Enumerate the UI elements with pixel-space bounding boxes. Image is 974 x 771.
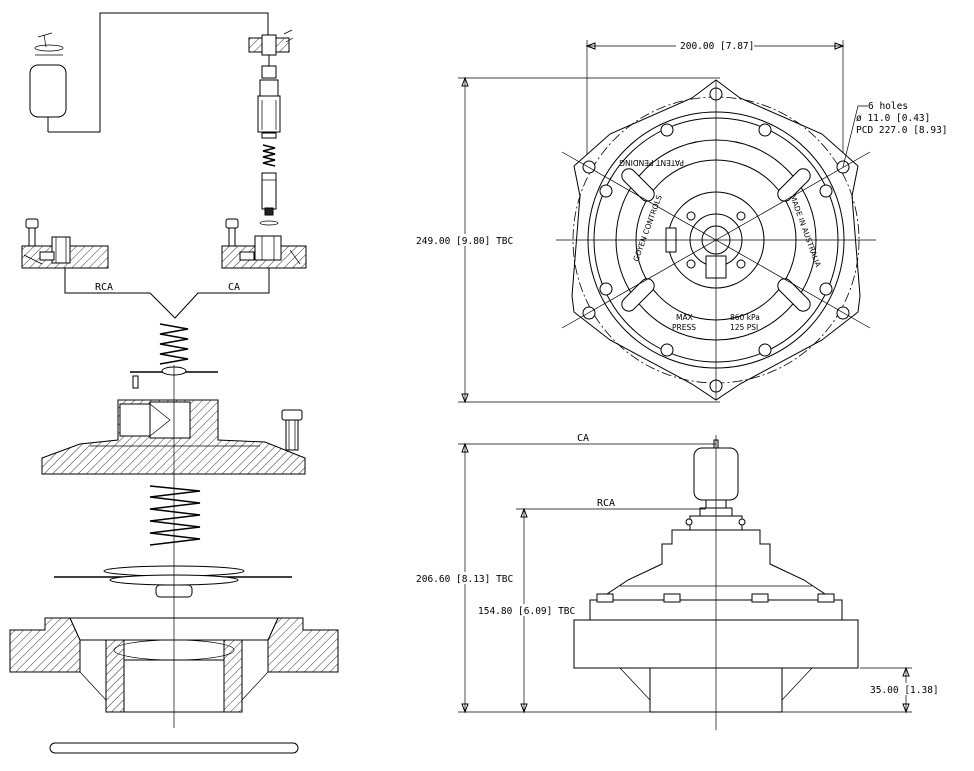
dim-width: 200.00 [7.87] [585,38,845,160]
note-line2: ø 11.0 [0.43] [856,113,930,124]
ring-text-top: PATENT PENDING [619,158,684,167]
ring-text-max: MAX [676,313,693,322]
label-ca: CA [228,282,240,293]
side-bolts [596,593,835,603]
side-coil [685,439,746,531]
pilot-spring [159,323,189,365]
valve-body [9,617,339,713]
ring-text-press: PRESS [672,323,696,332]
pilot-assembly [248,29,294,226]
valve-cover [41,399,306,475]
ring-text-kpa: 860 kPa [730,313,760,322]
solenoid-coil-icon [29,32,67,132]
cover-bolts [599,123,833,357]
dim-rca-text: 154.80 [6.09] TBC [478,606,575,617]
plan-view: 200.00 [7.87] 249.00 [9.80] TBC [412,38,948,404]
dim-height-text: 249.00 [9.80] TBC [416,236,513,247]
hole-note: 6 holes ø 11.0 [0.43] PCD 227.0 [8.93] [842,101,948,168]
side-label-rca: RCA [597,498,615,509]
ring-text-psi: 125 PSI [730,323,758,332]
note-line1: 6 holes [868,101,908,112]
dim-total-height: 206.60 [8.13] TBC [414,442,518,714]
side-label-ca: CA [577,433,589,444]
dim-base-height: 35.00 [1.38] [860,666,939,714]
dim-base-text: 35.00 [1.38] [870,685,939,696]
note-line3: PCD 227.0 [8.93] [856,125,948,136]
main-diaphragm [54,565,292,598]
side-view: CA RCA 206.60 [8.13] TBC 154.80 [6.09] T… [414,433,939,730]
dim-width-text: 200.00 [7.87] [680,41,754,52]
rca-pilot-body [21,218,109,269]
dim-rca: RCA [516,498,706,510]
ca-pilot-body [221,218,307,269]
rca-ca-selector: RCA CA [64,268,270,319]
dim-height: 249.00 [9.80] TBC [412,76,720,404]
exploded-section-view: RCA CA [9,12,339,754]
main-spring [149,485,201,546]
label-rca: RCA [95,282,113,293]
dim-rca-height: 154.80 [6.09] TBC [476,507,580,714]
solenoid-wire [48,12,269,133]
cover-ribs [621,168,811,312]
o-ring [49,742,299,754]
dim-total-text: 206.60 [8.13] TBC [416,574,513,585]
dim-ca: CA [458,433,716,445]
